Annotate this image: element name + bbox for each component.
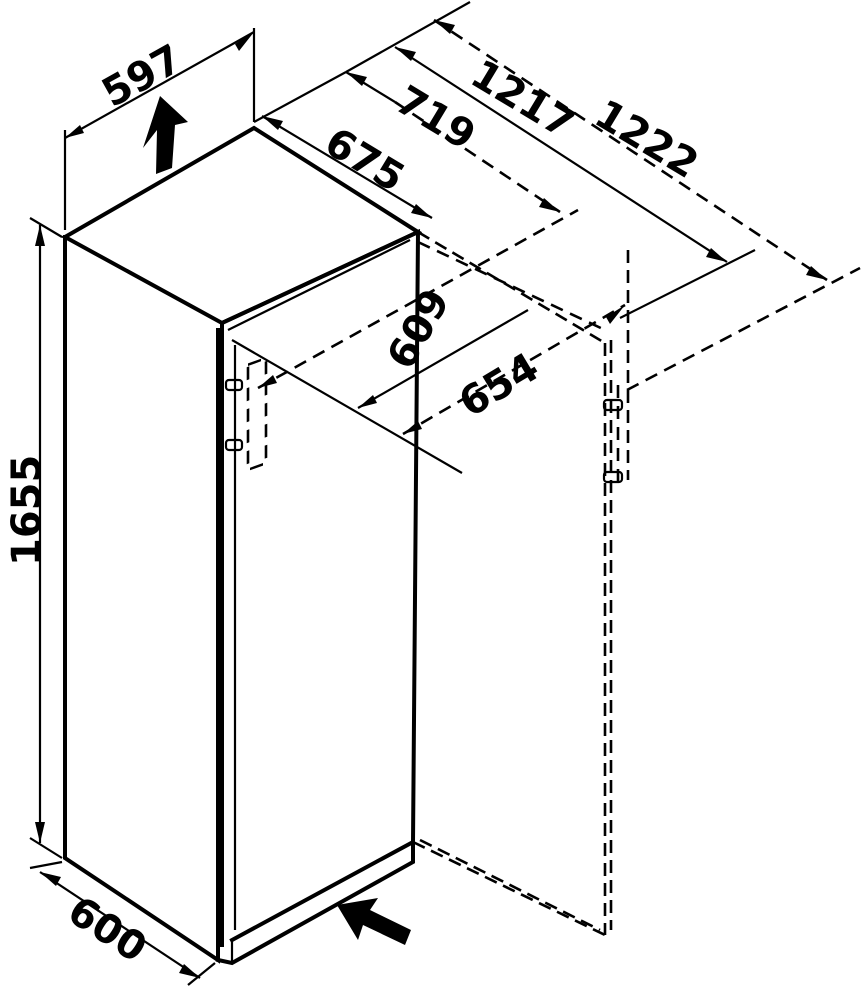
dimension-1655: 1655	[4, 217, 63, 859]
dimline-654-solid	[357, 309, 529, 409]
arrowhead-600-a	[40, 872, 61, 886]
ext-1655-bottom	[29, 837, 63, 859]
dimline-675	[261, 115, 433, 219]
arrowhead-609-a	[258, 375, 277, 388]
hinge-knob-bottom	[224, 438, 244, 452]
ext-609-door	[231, 339, 463, 474]
up-arrow-icon	[143, 96, 188, 174]
arrowhead-654-c	[606, 305, 625, 324]
open-door-bottom	[412, 840, 606, 937]
cabinet	[60, 125, 423, 966]
dimline-1217	[394, 46, 728, 263]
dimline-597	[64, 31, 255, 139]
hinge-outline	[246, 356, 268, 472]
dimline-600	[39, 871, 201, 979]
ext-1217-right	[619, 249, 756, 319]
dimline-609	[257, 208, 579, 390]
label-675: 675	[317, 119, 412, 201]
arrowhead-597-a	[65, 125, 84, 138]
label-1222: 1222	[587, 91, 706, 188]
label-1655: 1655	[4, 455, 50, 566]
label-654: 654	[451, 344, 546, 426]
arrowhead-597-b	[235, 32, 254, 51]
arrowhead-654-b	[403, 421, 422, 434]
door-hinge-icon	[224, 356, 268, 472]
arrowhead-1222-b	[806, 266, 827, 280]
ext-600-left	[29, 860, 63, 870]
arrowhead-719-a	[346, 72, 367, 86]
dimline-719-dash	[394, 100, 561, 214]
arrowhead-654-a	[358, 395, 377, 408]
hinge-knob-top	[224, 378, 244, 392]
label-597: 597	[95, 36, 190, 117]
arrowhead-1655-a	[35, 225, 45, 246]
arrowhead-1217-b	[706, 248, 727, 262]
floor-clearance-line	[419, 838, 601, 932]
arrowhead-719-b	[539, 198, 560, 212]
door-front	[219, 228, 421, 943]
arrowhead-675-a	[262, 116, 283, 130]
ext-675	[253, 71, 347, 123]
ext-600-right	[187, 962, 216, 986]
label-609: 609	[379, 282, 460, 377]
label-600: 600	[60, 888, 155, 972]
dimline-1222	[433, 18, 828, 282]
door-top-edge	[227, 239, 411, 331]
arrowhead-1217-a	[395, 47, 416, 61]
dimension-600: 600	[29, 860, 216, 986]
ext-1217	[345, 1, 471, 73]
open-hinge-knob-top	[602, 398, 624, 412]
cabinet-base	[215, 840, 415, 966]
ext-1222	[626, 266, 861, 392]
airflow-arrow-icon	[337, 898, 411, 945]
cabinet-left-side	[63, 235, 220, 964]
ext-654	[417, 240, 606, 332]
dimline-654-dash	[402, 303, 626, 436]
arrowhead-1655-b	[35, 822, 45, 843]
arrowhead-675-b	[411, 204, 432, 218]
ext-1655-top	[29, 217, 63, 238]
open-door-top	[417, 230, 606, 345]
label-1217: 1217	[463, 51, 582, 148]
open-door-outline	[412, 230, 630, 937]
open-hinge-knob-bottom	[602, 470, 624, 484]
arrowhead-1222-a	[434, 20, 455, 34]
arrowhead-600-b	[179, 964, 200, 978]
